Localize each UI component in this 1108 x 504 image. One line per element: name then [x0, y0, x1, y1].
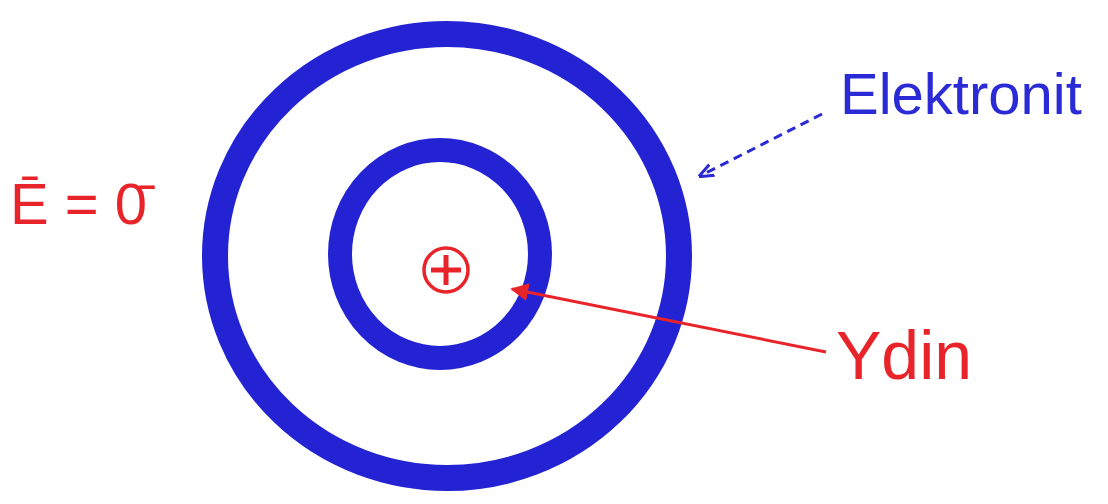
electron-label: Elektronit: [840, 62, 1082, 126]
outer-electron-shell: [215, 34, 679, 478]
nucleus-leader-arrow: [512, 289, 826, 352]
field-equation: Ē = 0̄: [10, 172, 147, 236]
nucleus-symbol: [424, 248, 468, 292]
inner-electron-shell: [340, 150, 540, 358]
electron-leader-arrow: [700, 114, 822, 176]
nucleus-label: Ydin: [836, 318, 972, 393]
